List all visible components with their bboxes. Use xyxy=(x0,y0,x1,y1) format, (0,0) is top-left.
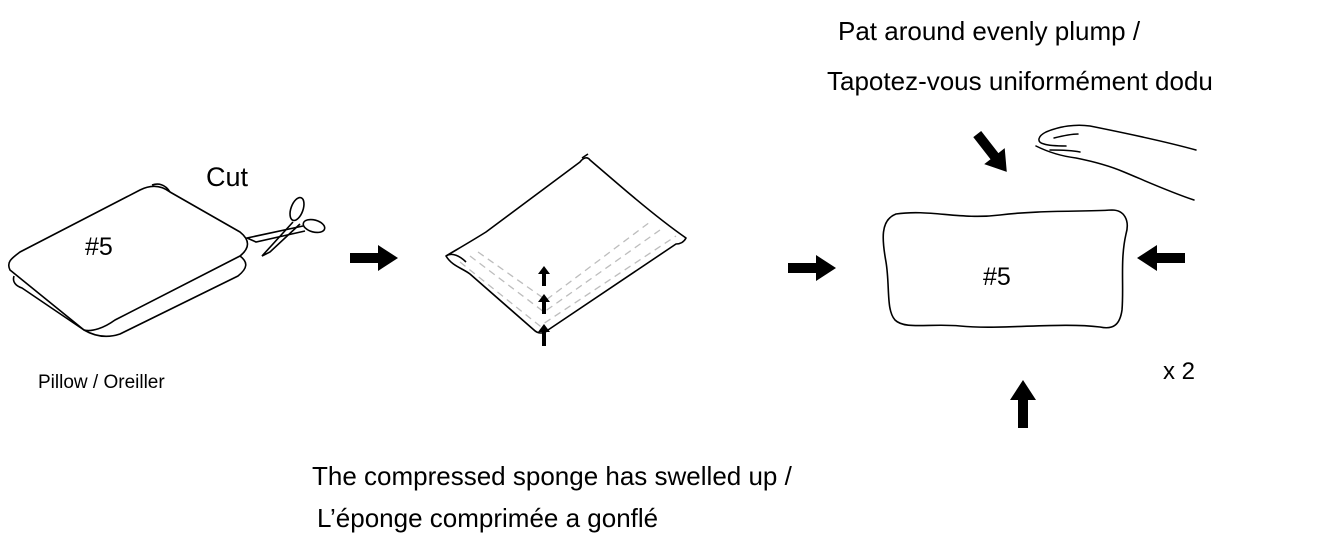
cut-label: Cut xyxy=(206,162,249,192)
opened-pillow xyxy=(445,153,687,334)
expanded-number-label: #5 xyxy=(983,263,1011,291)
arrow-up-icon xyxy=(538,266,550,346)
times-label: x 2 xyxy=(1163,358,1196,385)
expanded-pillow xyxy=(882,209,1128,329)
instruction-top-line2: Tapotez-vous uniformément dodu xyxy=(827,66,1213,96)
arrow-left-icon xyxy=(1137,245,1185,271)
arrow-up-icon xyxy=(1010,380,1036,428)
instruction-bottom-line2: L’éponge comprimée a gonflé xyxy=(317,503,659,533)
pillow-caption: Pillow / Oreiller xyxy=(38,372,165,393)
compressed-pillow xyxy=(7,183,249,338)
scissors-icon xyxy=(244,196,326,257)
pillow-number-label: #5 xyxy=(85,233,113,261)
dashed-seams xyxy=(459,221,677,327)
arrow-right-icon xyxy=(788,255,836,281)
arrow-down-right-icon xyxy=(966,126,1018,180)
hand-icon xyxy=(1035,124,1197,201)
instruction-top-line1: Pat around evenly plump / xyxy=(838,16,1141,46)
arrow-right-icon xyxy=(350,245,398,271)
instruction-bottom-line1: The compressed sponge has swelled up / xyxy=(312,461,792,491)
